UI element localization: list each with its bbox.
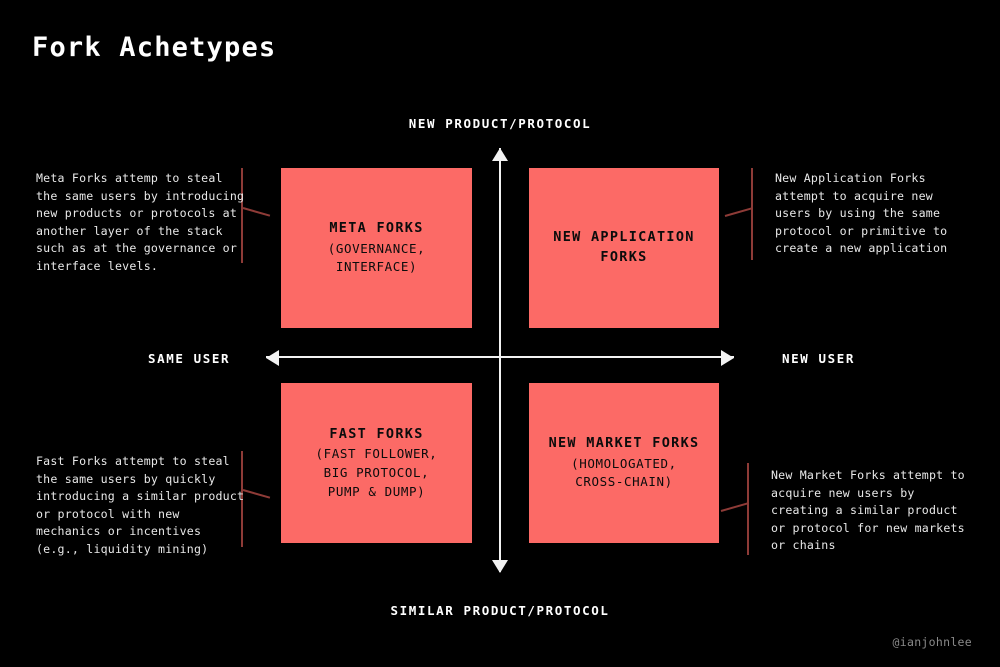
annotation-new-market-forks: New Market Forks attempt to acquire new … xyxy=(771,468,965,553)
axis-label-bottom: SIMILAR PRODUCT/PROTOCOL xyxy=(390,603,610,618)
axis-label-top: NEW PRODUCT/PROTOCOL xyxy=(408,116,592,131)
annotation-fast-forks: Fast Forks attempt to steal the same use… xyxy=(36,454,245,557)
annotation-bracket-top-left xyxy=(241,168,243,263)
arrow-right-icon xyxy=(721,350,734,366)
annotation-bracket-bottom-right xyxy=(747,463,749,555)
annotation-meta-forks: Meta Forks attemp to steal the same user… xyxy=(36,171,245,274)
annotation-leader-bottom-right xyxy=(720,502,749,512)
axis-label-right: NEW USER xyxy=(782,351,856,366)
attribution-handle: @ianjohnlee xyxy=(892,635,972,649)
quadrant-new-application-forks[interactable]: NEW APPLICATION FORKS xyxy=(529,168,719,328)
quadrant-subtitle: (FAST FOLLOWER, BIG PROTOCOL, PUMP & DUM… xyxy=(315,446,438,499)
vertical-axis-line xyxy=(499,148,501,572)
quadrant-new-market-forks[interactable]: NEW MARKET FORKS (HOMOLOGATED, CROSS-CHA… xyxy=(529,383,719,543)
arrow-left-icon xyxy=(266,350,279,366)
quadrant-subtitle: (HOMOLOGATED, CROSS-CHAIN) xyxy=(571,455,677,490)
quadrant-title: META FORKS xyxy=(329,219,424,236)
arrow-down-icon xyxy=(492,560,508,573)
quadrant-subtitle: (GOVERNANCE, INTERFACE) xyxy=(327,240,426,275)
annotation-bracket-bottom-left xyxy=(241,451,243,547)
annotation-bracket-top-right xyxy=(751,168,753,260)
annotation-new-application-forks: New Application Forks attempt to acquire… xyxy=(775,171,948,256)
axis-label-left: SAME USER xyxy=(148,351,231,366)
quadrant-fast-forks[interactable]: FAST FORKS (FAST FOLLOWER, BIG PROTOCOL,… xyxy=(281,383,472,543)
quadrant-title: FAST FORKS xyxy=(329,425,424,442)
quadrant-title: NEW MARKET FORKS xyxy=(548,434,700,451)
quadrant-title: NEW APPLICATION FORKS xyxy=(553,228,695,265)
quadrant-meta-forks[interactable]: META FORKS (GOVERNANCE, INTERFACE) xyxy=(281,168,472,328)
page-title: Fork Achetypes xyxy=(32,32,277,63)
annotation-leader-top-right xyxy=(724,207,753,217)
horizontal-axis-line xyxy=(266,356,734,358)
arrow-up-icon xyxy=(492,148,508,161)
